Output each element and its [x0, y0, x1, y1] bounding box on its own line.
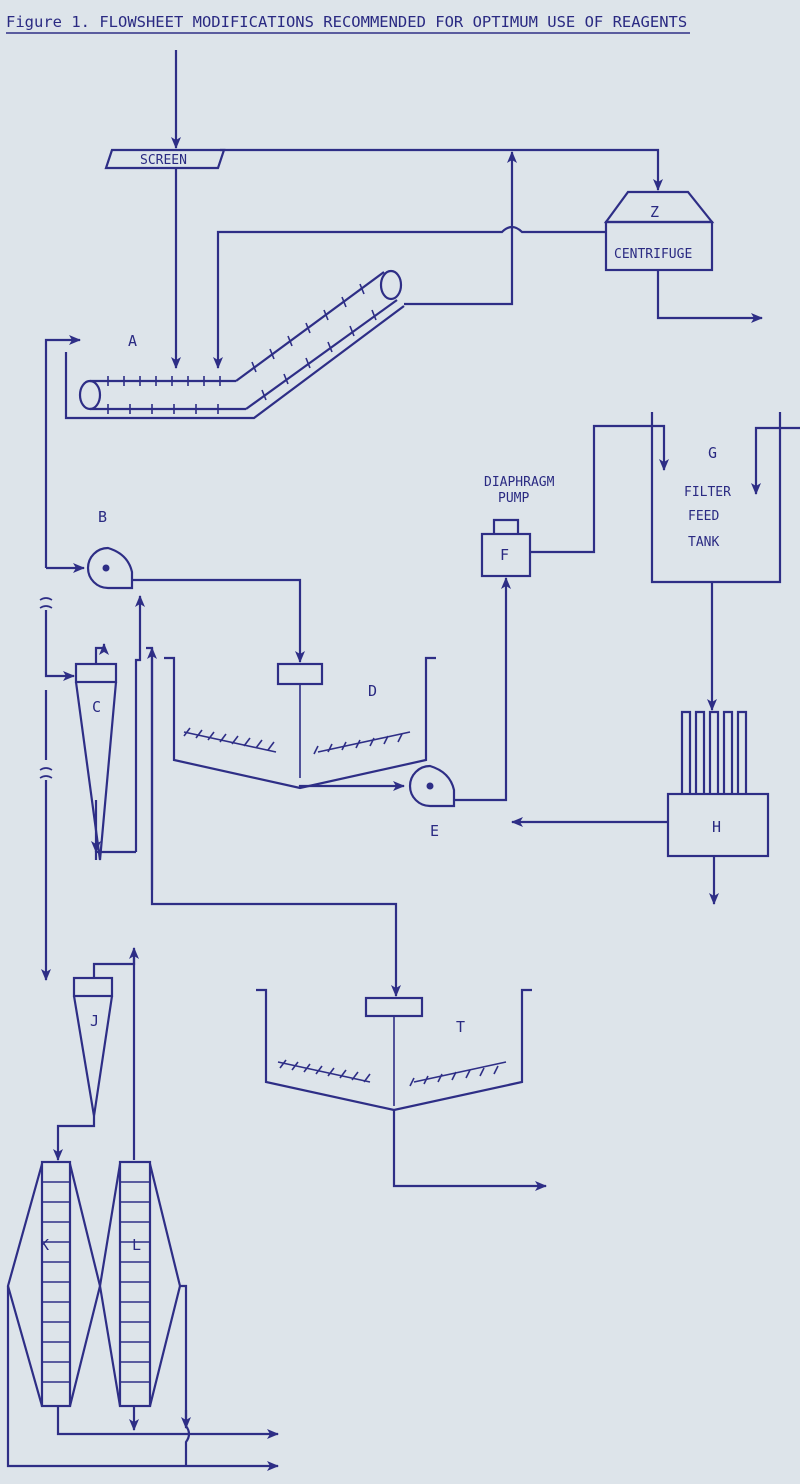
diaphragm-pump-f: F DIAPHRAGM PUMP — [480, 475, 555, 578]
figure-title: Figure 1. FLOWSHEET MODIFICATIONS RECOMM… — [6, 13, 687, 31]
tank-g-line2: FEED — [688, 509, 719, 524]
thickener-t-letter: T — [456, 1018, 465, 1036]
pump-f-line2: PUMP — [498, 491, 529, 506]
pump-b: B — [86, 508, 134, 590]
tank-g-line3: TANK — [688, 535, 719, 550]
tank-g-line1: FILTER — [684, 485, 731, 500]
pump-f-letter: F — [500, 546, 509, 564]
thickener-t: T — [256, 988, 532, 1112]
centrifuge-to-a — [213, 225, 606, 369]
column-l-letter: L — [132, 1236, 141, 1254]
right-bleed — [180, 1284, 191, 1466]
break-mark-1 — [39, 597, 53, 609]
cyclone-j: J — [72, 950, 136, 1117]
cyclone-j-letter: J — [90, 1012, 99, 1030]
f-to-g — [530, 424, 669, 554]
c-underflow — [94, 850, 136, 860]
left-bleed — [6, 1286, 279, 1471]
cyclone-c-letter: C — [92, 698, 101, 716]
c-overflow-to-b — [134, 595, 145, 852]
centrifuge-product-out — [656, 270, 763, 323]
screen-label: SCREEN — [140, 153, 187, 168]
centrifuge-label: CENTRIFUGE — [614, 247, 692, 262]
recirc-to-a — [44, 335, 81, 568]
d-to-e — [298, 781, 405, 791]
column-l: L — [98, 1160, 182, 1408]
b-to-d — [132, 578, 305, 663]
k-outlet — [56, 1406, 279, 1439]
break-mark-2 — [39, 767, 53, 779]
column-k: K — [6, 1160, 102, 1408]
line-to-t — [146, 646, 401, 997]
classifier-a-letter: A — [128, 332, 137, 350]
t-underflow-out — [392, 1110, 547, 1191]
j-underflow-to-k — [53, 1116, 96, 1161]
pump-b-letter: B — [98, 508, 107, 526]
classifier-a: A — [64, 269, 405, 420]
thickener-d-letter: D — [368, 682, 377, 700]
thickener-d: D — [164, 656, 436, 790]
line-to-c — [44, 610, 75, 681]
filter-h: H — [666, 710, 770, 858]
filter-feed-tank-g: G FILTER FEED TANK — [650, 412, 782, 584]
pump-f-line1: DIAPHRAGM — [484, 475, 555, 490]
tank-g-letter: G — [708, 444, 717, 462]
screen-to-centrifuge — [220, 148, 663, 191]
reagent-to-g — [751, 426, 800, 495]
filter-h-letter: H — [712, 818, 721, 836]
centrifuge-letter: Z — [650, 203, 659, 221]
a-overflow-to-z — [404, 151, 517, 306]
pump-e: E — [408, 764, 456, 840]
screen: SCREEN — [104, 148, 226, 170]
column-k-letter: K — [40, 1236, 49, 1254]
e-to-f — [454, 577, 511, 802]
pump-e-letter: E — [430, 822, 439, 840]
centrifuge-z: Z CENTRIFUGE — [603, 190, 715, 272]
